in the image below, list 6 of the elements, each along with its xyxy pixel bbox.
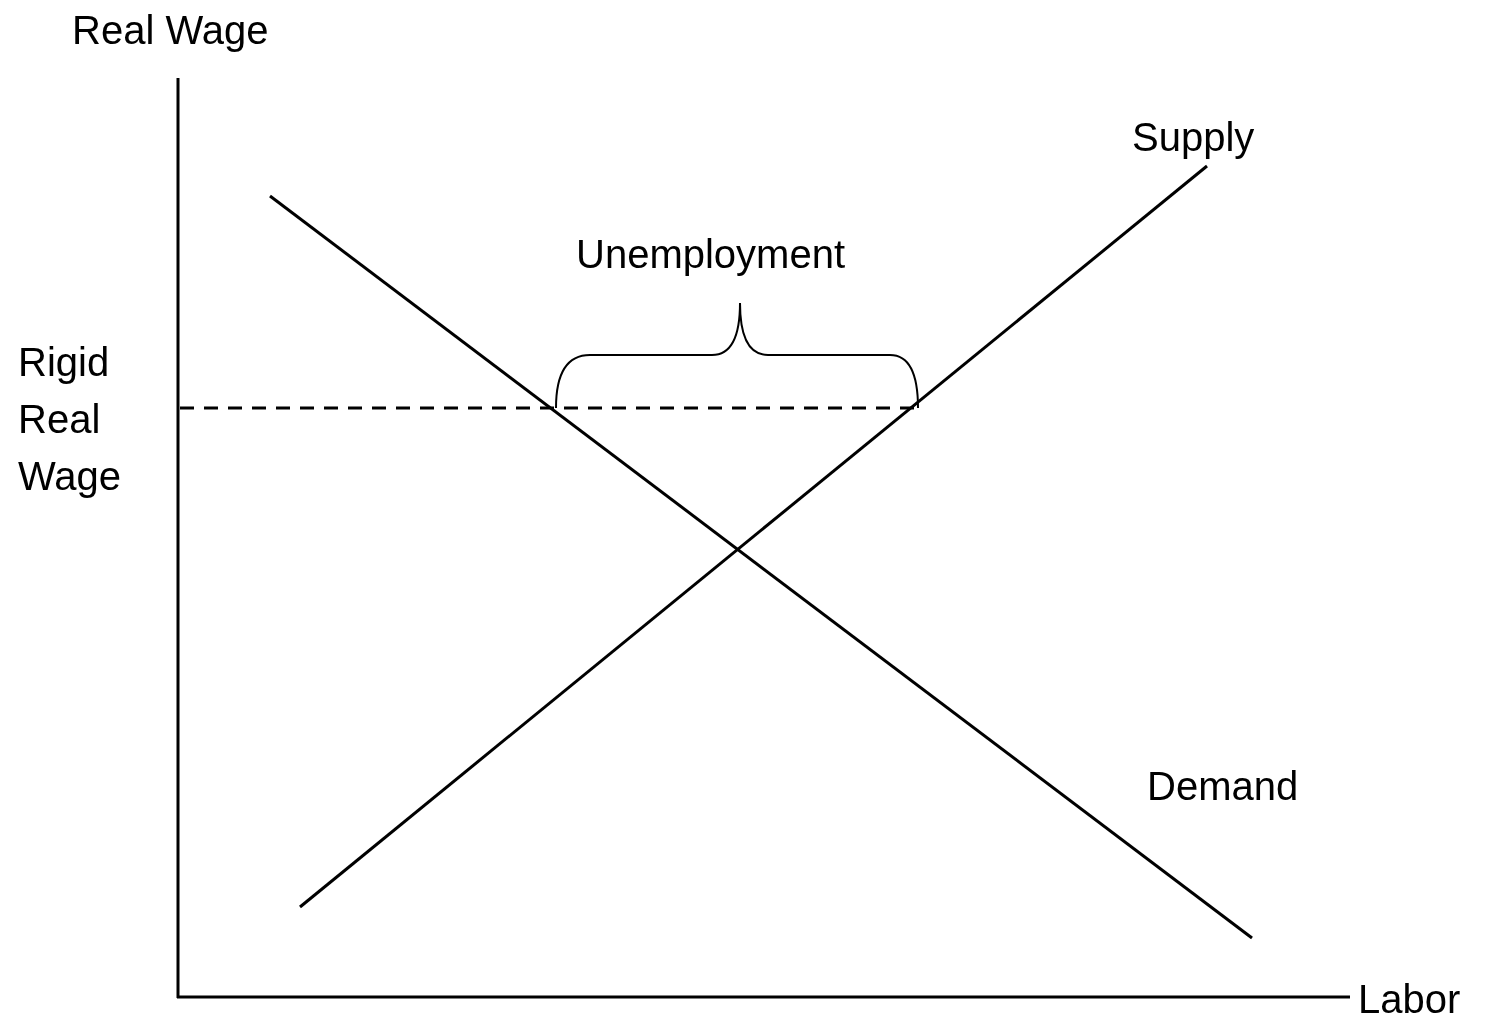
curve-label: Supply — [1132, 114, 1255, 161]
curve-label: Demand — [1147, 763, 1299, 810]
wage-level-label: Rigid Real Wage — [18, 339, 122, 500]
axis-title: Real Wage — [72, 7, 269, 54]
bracket-label: Unemployment — [576, 231, 845, 278]
axis-title: Labor — [1358, 976, 1461, 1019]
